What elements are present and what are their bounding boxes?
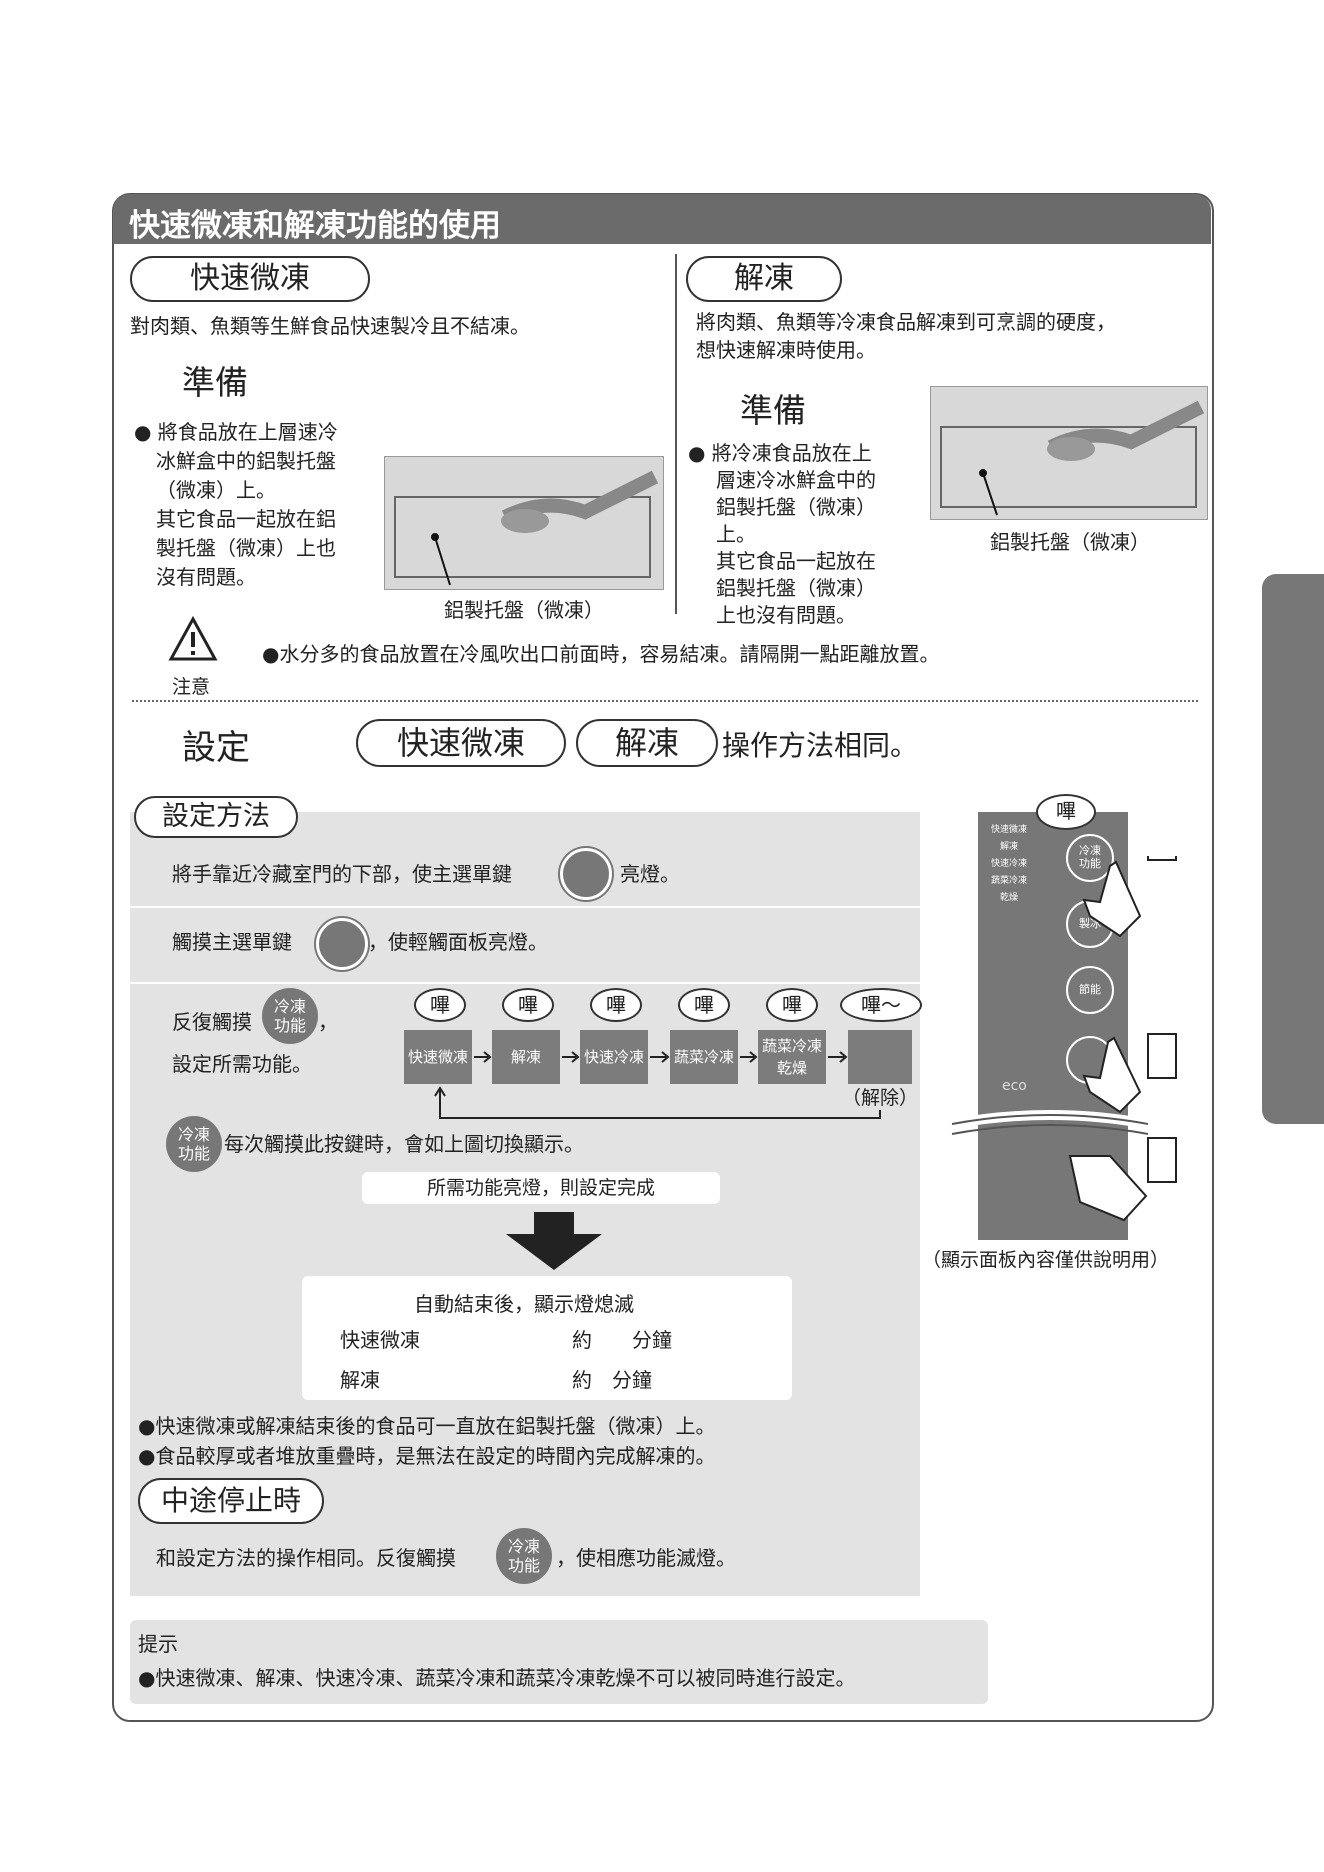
method-panel: [130, 812, 920, 1596]
step1-text-b: 亮燈。: [620, 862, 680, 886]
beep-bubble-3: 嗶: [590, 988, 642, 1022]
step1-text-a: 將手靠近冷藏室門的下部，使主選單鍵: [172, 862, 512, 886]
auto-end-row2-name: 解凍: [340, 1368, 380, 1392]
step3-text-a: 反復觸摸: [172, 1010, 252, 1034]
thaw-pill: 解凍: [686, 256, 842, 302]
auto-end-title: 自動結束後，顯示燈熄滅: [414, 1292, 634, 1316]
setting-suffix: 操作方法相同。: [722, 729, 919, 762]
stop-pill: 中途停止時: [138, 1478, 324, 1524]
stop-text-a: 和設定方法的操作相同。反復觸摸: [156, 1546, 456, 1570]
flow-box-off: [848, 1030, 912, 1084]
setting-title: 設定: [182, 728, 250, 768]
column-divider: [675, 254, 677, 614]
main-menu-key-icon-2: [316, 918, 368, 970]
beep-bubble-6: 嗶～: [840, 988, 922, 1022]
dotted-divider: [132, 700, 1198, 702]
pointing-hand-icons: [1068, 856, 1177, 1222]
freeze-function-key-icon: 冷凍功能: [262, 988, 318, 1044]
cycle-note: 每次觸摸此按鍵時，會如上圖切換顯示。: [224, 1132, 584, 1156]
stop-text-b: ，使相應功能滅燈。: [556, 1546, 736, 1570]
step2-text-b: ，使輕觸面板亮燈。: [368, 930, 548, 954]
caution-text: ●水分多的食品放置在冷風吹出口前面時，容易結凍。請隔開一點距離放置。: [262, 642, 940, 666]
tip-title: 提示: [138, 1632, 178, 1656]
step3-text-b: ，: [318, 1010, 338, 1034]
tray-photo-right: [930, 386, 1208, 520]
beep-bubble-4: 嗶: [678, 988, 730, 1022]
step3-text-c: 設定所需功能。: [172, 1052, 312, 1076]
panel-freeze-function-button: 冷凍功能: [1066, 834, 1114, 882]
panel-beep-bubble: 嗶: [1036, 794, 1096, 830]
quick-freeze-pill: 快速微凍: [130, 256, 370, 302]
beep-bubble-1: 嗶: [414, 988, 466, 1022]
panel-eco-label: eco: [1002, 1078, 1027, 1094]
panel-eco-save-button: 節能: [1066, 966, 1114, 1014]
freeze-function-key-icon-3: 冷凍功能: [496, 1528, 552, 1584]
auto-end-box: [302, 1276, 792, 1400]
setting-pill-quick-freeze: 快速微凍: [356, 719, 566, 767]
tip-text: ●快速微凍、解凍、快速冷凍、蔬菜冷凍和蔬菜冷凍乾燥不可以被同時進行設定。: [138, 1666, 856, 1690]
prep-text-right: ● 將冷凍食品放在上 層速冷冰鮮盒中的 鋁製托盤（微凍） 上。 其它食品一起放在…: [688, 441, 876, 627]
down-arrow-icon: [506, 1212, 602, 1270]
main-menu-key-icon: [560, 848, 612, 900]
thaw-desc: 將肉類、魚類等冷凍食品解凍到可烹調的硬度， 想快速解凍時使用。: [696, 310, 1116, 362]
flow-box-veg-freeze: 蔬菜冷凍: [670, 1030, 738, 1084]
flow-arrows: [434, 1051, 881, 1119]
method-pill: 設定方法: [134, 796, 298, 838]
setting-pill-thaw: 解凍: [576, 719, 718, 767]
prep-title-left: 準備: [182, 363, 248, 402]
release-label: （解除）: [842, 1087, 919, 1109]
prep-title-right: 準備: [740, 391, 806, 430]
auto-end-row1-value: 約 分鐘: [572, 1328, 672, 1352]
auto-end-row2-value: 約 分鐘: [572, 1368, 652, 1392]
tray-label-right: 鋁製托盤（微凍）: [990, 530, 1150, 554]
section-title: 快速微凍和解凍功能的使用: [129, 208, 501, 244]
flow-box-thaw: 解凍: [492, 1030, 560, 1084]
panel-break-lines: [951, 1110, 1149, 1135]
flow-box-veg-freeze-dry: 蔬菜冷凍乾燥: [758, 1030, 826, 1084]
step-divider-2: [130, 982, 920, 984]
note-2: ●食品較厚或者堆放重疊時，是無法在設定的時間內完成解凍的。: [138, 1444, 716, 1468]
freeze-function-key-icon-2: 冷凍功能: [166, 1116, 222, 1172]
flow-box-fast-freeze: 快速冷凍: [580, 1030, 648, 1084]
quick-freeze-desc: 對肉類、魚類等生鮮食品快速製冷且不結凍。: [130, 314, 530, 338]
step2-text-a: 觸摸主選單鍵: [172, 930, 292, 954]
tray-label-left: 鋁製托盤（微凍）: [444, 598, 604, 622]
tray-photo-left: [384, 456, 664, 590]
caution-icon: [168, 616, 218, 661]
step-divider-1: [130, 906, 920, 908]
note-1: ●快速微凍或解凍結束後的食品可一直放在鋁製托盤（微凍）上。: [138, 1414, 716, 1438]
caution-label: 注意: [172, 676, 211, 698]
tray-illustration-right: [940, 400, 1205, 516]
complete-note: 所需功能亮燈，則設定完成: [362, 1172, 720, 1204]
beep-bubble-2: 嗶: [502, 988, 554, 1022]
tray-illustration-left: [394, 470, 659, 586]
panel-caption: （顯示面板內容僅供說明用）: [922, 1249, 1170, 1271]
panel-menu-labels: 快速微凍解凍快速冷凍蔬菜冷凍乾燥: [990, 825, 1027, 903]
beep-bubble-5: 嗶: [766, 988, 818, 1022]
side-tab: [1262, 574, 1324, 1124]
tip-box: [130, 1620, 988, 1704]
prep-text-left: ● 將食品放在上層速冷 冰鮮盒中的鋁製托盤 （微凍）上。 其它食品一起放在鋁 製…: [134, 420, 338, 589]
auto-end-row1-name: 快速微凍: [340, 1328, 420, 1352]
section-title-bar: 快速微凍和解凍功能的使用: [113, 194, 1211, 244]
flow-box-quick-freeze: 快速微凍: [404, 1030, 472, 1084]
